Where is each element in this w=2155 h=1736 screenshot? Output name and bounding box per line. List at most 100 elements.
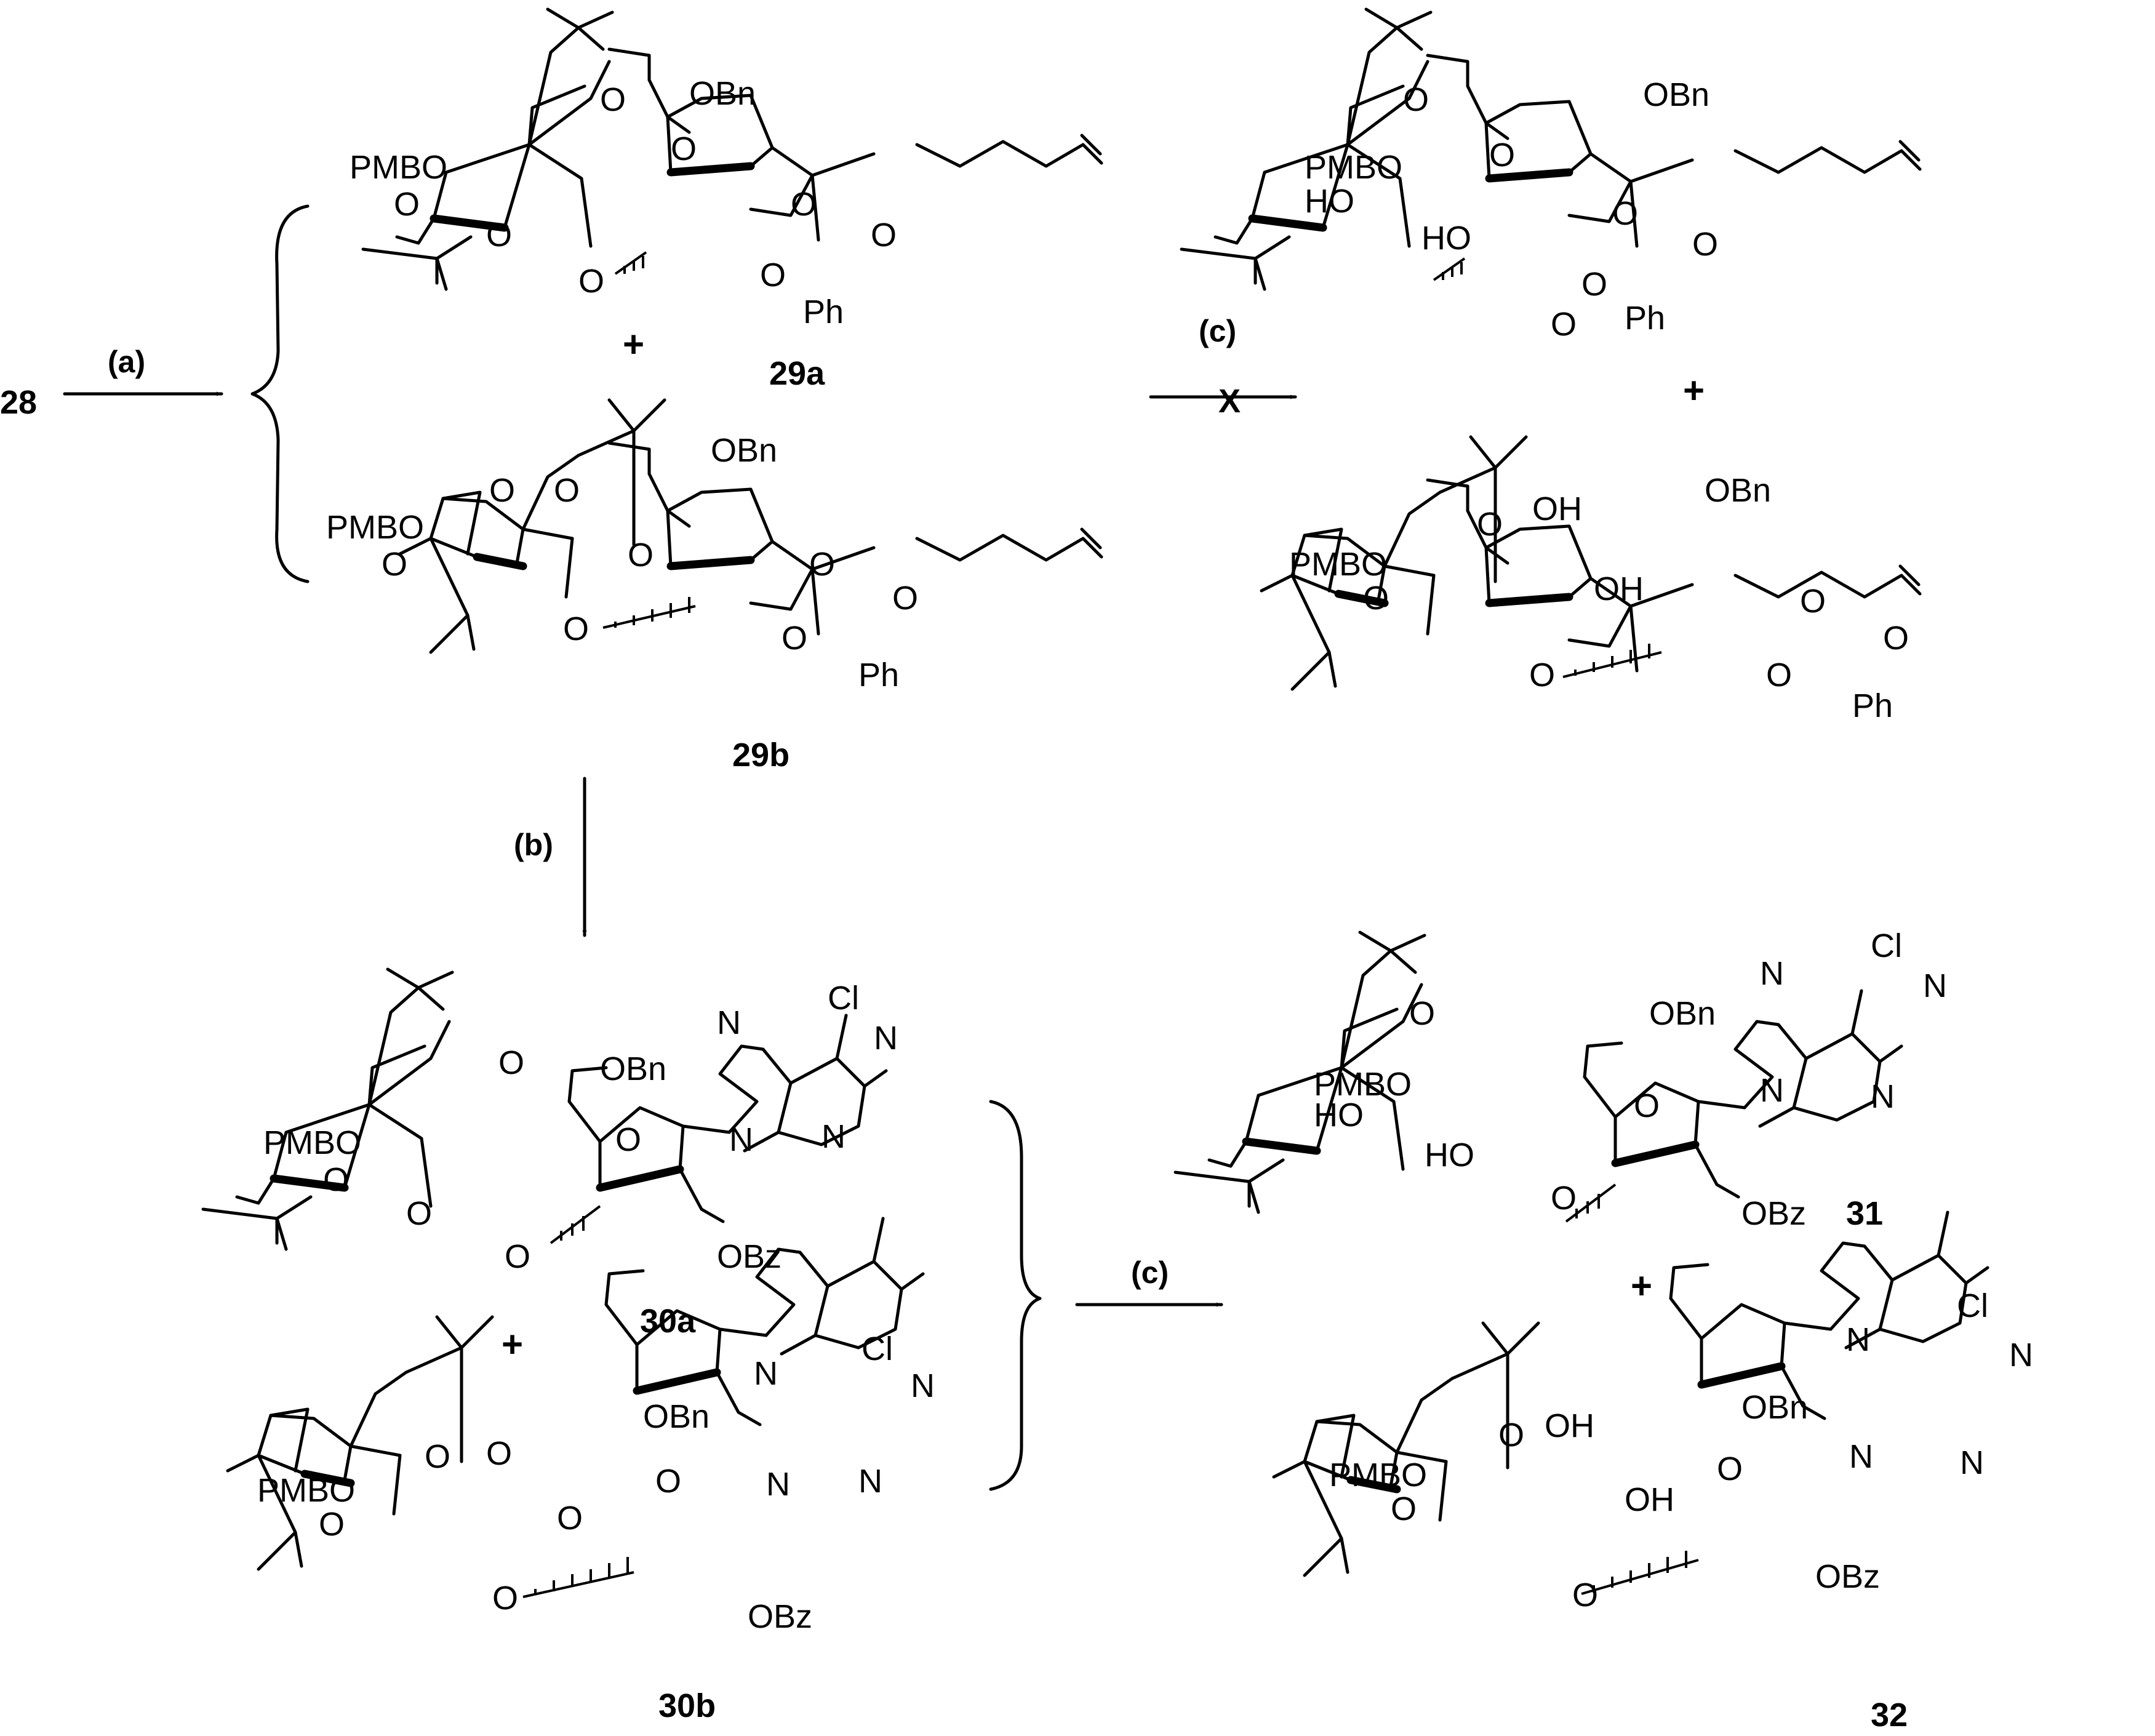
svg-text:O: O [600,81,626,118]
bracket-left-29 [250,204,310,583]
svg-text:N: N [754,1355,778,1392]
compound-30a-structure: OBn PMBO O O O O O OBz N N N N Cl [203,969,898,1275]
compound-29b-label: 29b [732,737,790,774]
svg-text:OH: OH [1532,490,1582,527]
svg-text:OBz: OBz [1741,1195,1806,1232]
compound-31-structure: OBn PMBO HO HO O O O OBz N N N N Cl [1175,927,1947,1232]
svg-text:PMBO: PMBO [1289,546,1387,583]
svg-text:O: O [655,1463,681,1500]
svg-text:N: N [911,1367,935,1404]
svg-text:O: O [406,1195,432,1232]
svg-text:N: N [1960,1444,1984,1481]
svg-text:N: N [717,1004,741,1041]
svg-text:O: O [486,217,512,254]
hashed-glycosidic-bond-30b [522,1557,634,1598]
compound-31-label: 31 [1846,1195,1883,1232]
svg-text:OH: OH [1594,570,1644,607]
svg-text:O: O [578,263,604,300]
svg-text:N: N [1849,1438,1873,1475]
svg-text:O: O [1800,583,1826,620]
svg-text:O: O [791,186,817,223]
svg-text:O: O [563,610,589,647]
svg-text:OBz: OBz [748,1598,812,1635]
plus-failed: + [1683,370,1705,411]
svg-text:PMBO: PMBO [257,1472,355,1509]
svg-text:HO: HO [1305,183,1354,220]
svg-text:Cl: Cl [1871,927,1902,964]
hashed-glycosidic-bond-30a [550,1205,601,1244]
svg-text:O: O [809,546,835,583]
hashed-glycosidic-bond-fp2 [1562,644,1662,678]
svg-text:N: N [1923,967,1947,1004]
svg-text:O: O [892,580,918,617]
svg-text:O: O [1717,1450,1743,1487]
svg-text:PMBO: PMBO [326,509,424,546]
failed-product-1-structure: OBn PMBO HO HO O O O O O O Ph [1181,9,1920,343]
svg-text:Cl: Cl [862,1330,893,1367]
svg-text:Ph: Ph [1852,687,1893,724]
svg-text:OH: OH [1545,1407,1594,1444]
svg-text:O: O [1391,1490,1417,1527]
svg-text:O: O [498,1044,524,1081]
svg-text:N: N [1760,955,1784,992]
compound-30b-label: 30b [658,1687,716,1724]
svg-text:Cl: Cl [828,980,859,1017]
svg-text:Ph: Ph [803,294,844,330]
svg-text:N: N [874,1020,898,1057]
svg-text:O: O [1692,226,1718,263]
svg-text:O: O [554,472,580,509]
svg-text:O: O [871,217,897,254]
svg-text:O: O [760,257,786,294]
svg-text:PMBO: PMBO [1305,149,1402,186]
svg-text:O: O [425,1438,450,1475]
compound-28-label: 28 [0,384,37,421]
compound-32-label: 32 [1871,1697,1908,1734]
svg-text:O: O [394,186,420,223]
svg-text:HO: HO [1425,1137,1474,1174]
hashed-glycosidic-bond-31 [1565,1183,1617,1223]
svg-text:O: O [1551,306,1577,343]
compound-29a-label: 29a [769,355,825,392]
svg-text:O: O [323,1161,349,1198]
svg-text:O: O [382,546,407,583]
compound-29a-structure: OBn PMBO O O O O O O O O Ph [350,9,1101,330]
svg-text:N: N [1871,1078,1895,1115]
condition-c-bottom-label: (c) [1131,1255,1169,1290]
svg-text:OBn: OBn [711,432,777,469]
svg-text:O: O [1551,1180,1577,1217]
svg-text:O: O [505,1238,530,1275]
hashed-glycosidic-bond-fp1 [1433,257,1466,281]
bracket-right-30 [989,1100,1042,1491]
svg-text:O: O [489,472,515,509]
svg-text:OH: OH [1625,1481,1674,1518]
svg-text:O: O [492,1580,518,1617]
svg-text:OBn: OBn [1741,1389,1808,1426]
hashed-glycosidic-bond-29b [602,597,696,629]
svg-text:N: N [1846,1321,1870,1358]
svg-text:O: O [1363,580,1389,617]
svg-text:O: O [319,1506,345,1543]
svg-text:O: O [671,130,697,167]
svg-text:PMBO: PMBO [1329,1457,1427,1494]
svg-text:HO: HO [1314,1097,1364,1134]
svg-text:O: O [1883,620,1909,657]
svg-text:O: O [1403,81,1429,118]
svg-text:OBn: OBn [689,75,756,112]
compound-29b-structure: OBn PMBO O O O O O O O O Ph [326,400,1101,694]
svg-text:N: N [2009,1337,2033,1374]
svg-text:OBn: OBn [643,1398,710,1435]
svg-text:OBz: OBz [1815,1558,1880,1595]
failed-product-2-structure: OBn PMBO OH OH O O O O O O Ph [1261,437,1920,724]
svg-text:OBn: OBn [600,1050,666,1087]
failed-reaction-x-mark: X [1218,383,1241,420]
plus-30: + [502,1324,523,1365]
svg-text:N: N [766,1466,790,1503]
svg-text:N: N [858,1463,882,1500]
svg-text:Ph: Ph [858,657,899,694]
svg-text:O: O [1612,195,1638,232]
svg-text:O: O [557,1500,583,1537]
svg-text:O: O [615,1121,641,1158]
svg-text:PMBO: PMBO [350,149,447,186]
svg-text:OBn: OBn [1705,472,1771,509]
